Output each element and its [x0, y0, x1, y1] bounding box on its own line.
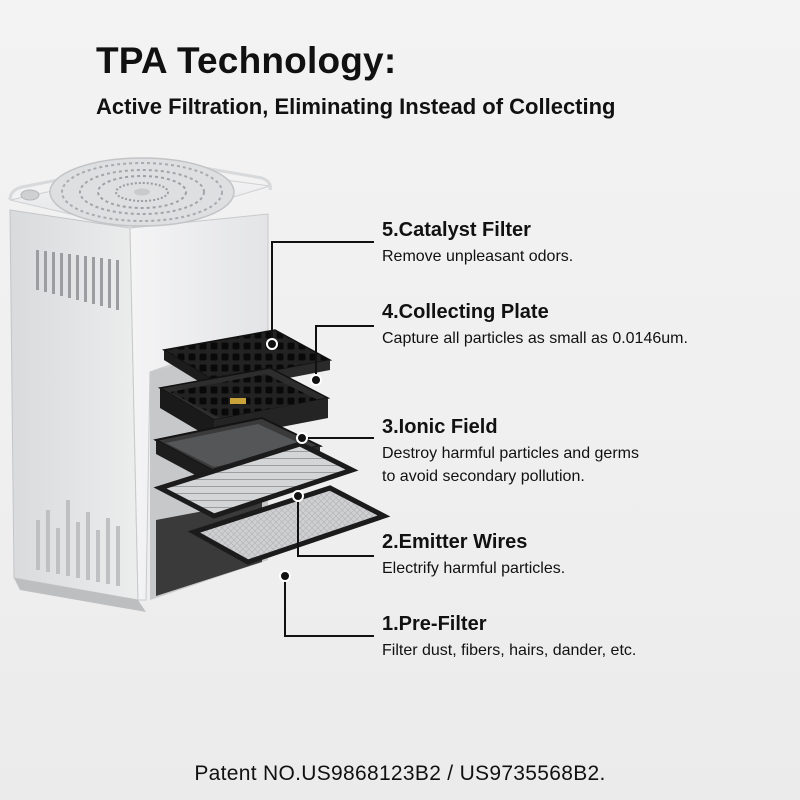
- callout-dot-collecting: [310, 374, 322, 386]
- layer-description: Electrify harmful particles.: [382, 560, 566, 577]
- callout-dot-catalyst: [266, 338, 278, 350]
- layer-name: 5.Catalyst Filter: [382, 219, 531, 241]
- layer-description: Remove unpleasant odors.: [382, 248, 574, 265]
- callout-dot-prefilter: [279, 570, 291, 582]
- layer-description: Filter dust, fibers, hairs, dander, etc.: [382, 642, 637, 659]
- layer-emitter-wires: 2.Emitter Wires Electrify harmful partic…: [382, 530, 792, 580]
- page-subtitle: Active Filtration, Eliminating Instead o…: [96, 94, 616, 119]
- layer-name: 1.Pre-Filter: [382, 613, 487, 635]
- layer-description: Destroy harmful particles and germs: [382, 445, 639, 462]
- page-title: TPA Technology:: [96, 40, 397, 81]
- emitter-wires-frame: [153, 441, 359, 519]
- callout-dot-ionic: [296, 432, 308, 444]
- layer-name: 3.Ionic Field: [382, 416, 498, 438]
- pre-filter-frame: [187, 485, 391, 565]
- layer-name: 4.Collecting Plate: [382, 301, 549, 323]
- layer-description-line2: to avoid secondary pollution.: [382, 468, 585, 485]
- layer-name: 2.Emitter Wires: [382, 531, 528, 553]
- layer-description: Capture all particles as small as 0.0146…: [382, 330, 688, 347]
- layer-catalyst-filter: 5.Catalyst Filter Remove unpleasant odor…: [382, 218, 792, 268]
- callout-dots: [266, 338, 322, 582]
- layer-collecting-plate: 4.Collecting Plate Capture all particles…: [382, 300, 792, 350]
- layer-ionic-field: 3.Ionic Field Destroy harmful particles …: [382, 415, 792, 488]
- callout-lines: [271, 241, 374, 637]
- callout-dot-emitter: [292, 490, 304, 502]
- patent-number: Patent NO.US9868123B2 / US9735568B2.: [194, 762, 606, 785]
- layer-pre-filter: 1.Pre-Filter Filter dust, fibers, hairs,…: [382, 612, 792, 662]
